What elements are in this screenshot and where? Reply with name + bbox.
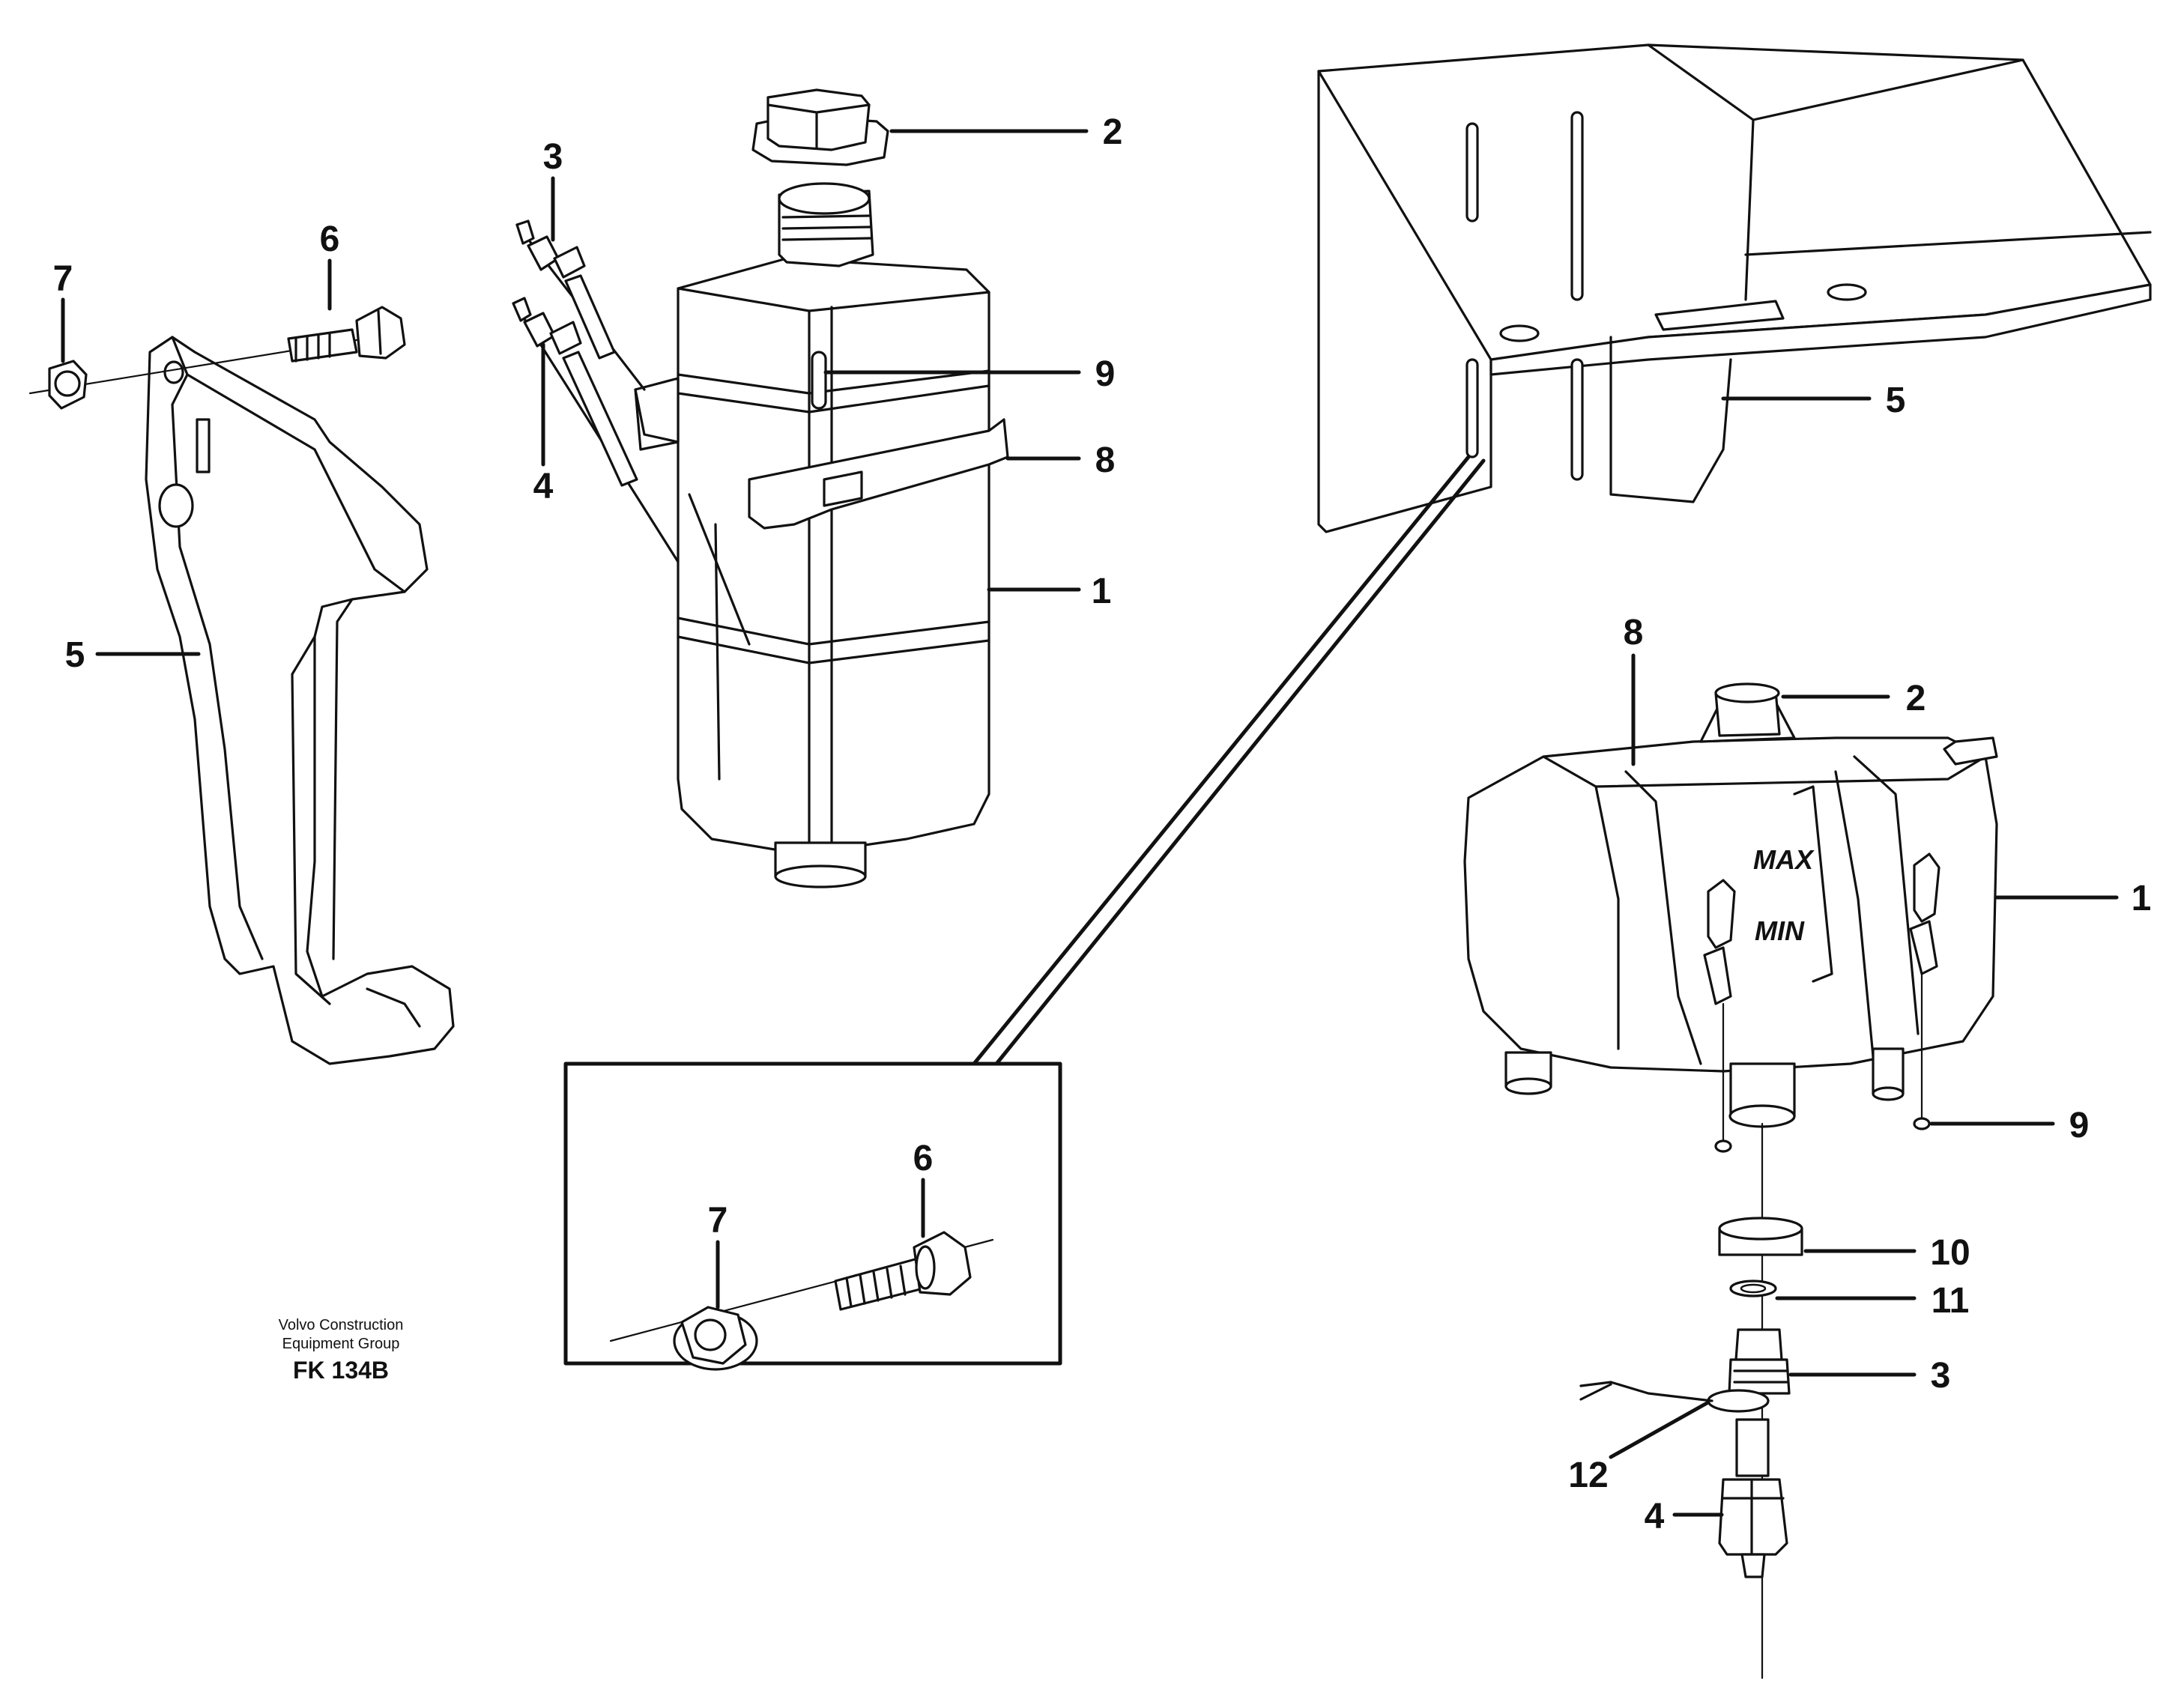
callout-3-sensor: 3: [543, 137, 563, 177]
mounting-bracket: [145, 336, 455, 1065]
callout-5-bracket: 5: [65, 635, 85, 675]
tank-cap: [751, 88, 889, 166]
callout-4-fitting: 4: [1645, 1497, 1665, 1536]
callout-1-tank: 1: [1092, 572, 1112, 611]
detail-inset: [563, 1062, 1062, 1366]
horizontal-expansion-tank: [1463, 682, 1998, 1128]
callout-8-strap: 8: [1624, 613, 1644, 652]
callout-11-washer: 11: [1932, 1281, 1970, 1321]
callout-2-cap: 2: [1906, 679, 1926, 718]
tank-sensors: [512, 219, 680, 563]
min-marking: MIN: [1755, 915, 1805, 946]
callout-12-cable: 12: [1568, 1456, 1608, 1495]
callout-9-clip: 9: [1095, 354, 1116, 394]
inset-fasteners: [609, 1231, 994, 1371]
tall-expansion-tank: [634, 182, 1009, 888]
tank-screws: [1714, 972, 1931, 1153]
max-marking: MAX: [1753, 844, 1815, 875]
inset-callout-6: 6: [913, 1139, 934, 1178]
inset-callout-7: 7: [708, 1201, 728, 1241]
callout-3-sensor: 3: [1931, 1356, 1951, 1396]
callout-2-cap: 2: [1103, 112, 1123, 152]
company-line-2: Equipment Group: [282, 1336, 400, 1352]
callout-9-screw: 9: [2069, 1106, 2090, 1145]
callout-6-bolt: 6: [320, 219, 340, 259]
callout-5-tray: 5: [1886, 381, 1906, 420]
callout-10-nut: 10: [1930, 1233, 1970, 1273]
callout-7-nut: 7: [53, 259, 73, 299]
callout-4-sensor: 4: [533, 467, 554, 506]
callout-8-strap: 8: [1095, 440, 1116, 480]
bracket-fasteners: [28, 306, 406, 410]
figure-code: FK 134B: [293, 1357, 389, 1384]
callout-1-tank: 1: [2132, 879, 2152, 918]
mounting-tray: [1317, 43, 2152, 533]
company-line-1: Volvo Construction: [279, 1317, 404, 1333]
sensor-assembly: [1579, 1122, 1803, 1680]
